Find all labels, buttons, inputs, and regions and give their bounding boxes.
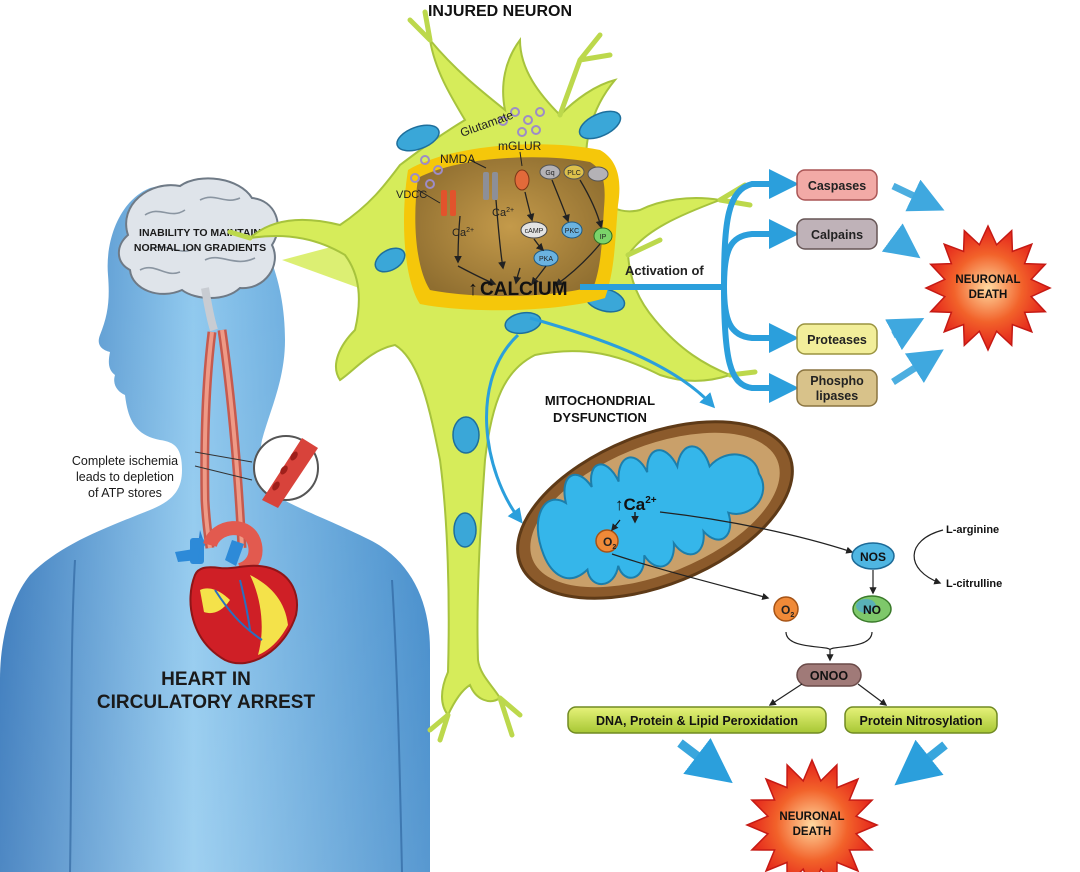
mito-label-line-1: MITOCHONDRIAL — [545, 393, 655, 408]
mglur-label: mGLUR — [498, 139, 542, 153]
onoo-node: ONOO — [796, 663, 862, 687]
plc-enzyme — [563, 164, 585, 180]
ip3-label: IP — [600, 234, 607, 241]
neuronal-death-bottom-line-2: DEATH — [793, 826, 832, 838]
mito-ca-charge: 2+ — [645, 495, 657, 506]
nmda-label: NMDA — [440, 152, 475, 166]
o2-inner-label: O2 — [603, 535, 616, 551]
neuronal-death-top-line-2: DEATH — [969, 289, 1008, 301]
phospholipases-box: Phospho lipases — [796, 369, 878, 407]
calpains-box: Calpains — [796, 218, 878, 250]
proteases-label: Proteases — [807, 333, 867, 347]
activation-label: Activation of — [625, 263, 704, 278]
camp-label: cAMP — [525, 228, 544, 235]
neuronal-death-burst-top: NEURONAL DEATH — [924, 224, 1052, 352]
ischemia-text-line-2: leads to depletion — [76, 470, 174, 484]
brain-label-line-2: NORMAL ION GRADIENTS — [134, 242, 266, 254]
nmda-receptor — [483, 172, 489, 200]
calcium-label: CALCIUM — [480, 279, 568, 300]
nitrosylation-box: Protein Nitrosylation — [844, 706, 998, 734]
phospholipases-label-1: Phospho — [810, 374, 864, 388]
ca-left-label: Ca2+ — [452, 227, 474, 239]
camp-node — [520, 221, 548, 239]
phospholipases-label-2: lipases — [816, 389, 858, 403]
gq-label: Gq — [545, 170, 554, 177]
peroxidation-label: DNA, Protein & Lipid Peroxidation — [596, 714, 798, 728]
neuron-to-mito-arrow-right — [529, 316, 716, 409]
caspases-label: Caspases — [808, 179, 866, 193]
heart-label-line-2: CIRCULATORY ARREST — [97, 692, 316, 713]
ca-mid-label: Ca2+ — [492, 207, 514, 219]
vdcc-label: VDCC — [396, 189, 427, 201]
ca-mid-charge: 2+ — [506, 207, 514, 214]
ca-left-charge: 2+ — [466, 227, 474, 234]
calpains-label: Calpains — [811, 228, 863, 242]
burst-shape-top — [924, 224, 1052, 352]
activation-branch: Activation of Caspases Calpains Protease… — [580, 169, 945, 407]
no-label: NO — [863, 603, 881, 617]
neuron-to-mito-arrow-left — [485, 333, 523, 524]
mglur-receptor — [514, 169, 530, 191]
neuron-illustration: Glutamate NMDA mGLUR VDCC Ca2+ Ca2+ cAMP… — [227, 9, 758, 743]
glutamate-molecules — [410, 107, 545, 189]
l-arginine-label: L-arginine — [946, 524, 999, 536]
ischemia-text-line-1: Complete ischemia — [72, 454, 178, 468]
ischemia-text-line-3: of ATP stores — [88, 486, 162, 500]
mito-label-line-2: DYSFUNCTION — [553, 410, 647, 425]
no-node: NO — [852, 595, 892, 623]
o2-radical-inner: O2 — [595, 529, 619, 553]
calcium-up-arrow: ↑ — [468, 278, 478, 300]
pkc-label: PKC — [565, 228, 579, 235]
heart-illustration — [175, 521, 298, 665]
neuronal-death-bottom-line-1: NEURONAL — [779, 811, 844, 823]
plc-label: PLC — [567, 170, 581, 177]
o2-radical-outer: O2 — [773, 596, 799, 622]
onoo-label: ONOO — [810, 669, 848, 683]
l-citrulline-label: L-citrulline — [946, 578, 1002, 590]
caspases-box: Caspases — [796, 169, 878, 201]
peroxidation-box: DNA, Protein & Lipid Peroxidation — [567, 706, 827, 734]
brain-illustration — [117, 177, 279, 332]
heart-label-line-1: HEART IN — [161, 669, 251, 690]
nitrosylation-label: Protein Nitrosylation — [860, 714, 983, 728]
neuronal-death-burst-bottom: NEURONAL DEATH — [745, 758, 879, 872]
burst-shape-bottom — [745, 758, 879, 872]
neuronal-death-top-line-1: NEURONAL — [955, 274, 1020, 286]
o2-outer-label: O2 — [781, 603, 794, 619]
pka-label: PKA — [539, 256, 553, 263]
magnified-vessel — [253, 435, 319, 508]
nos-label: NOS — [860, 550, 886, 564]
pkc-node — [561, 221, 583, 239]
diagram-title: INJURED NEURON — [428, 3, 572, 20]
vdcc-channel — [441, 190, 447, 216]
gq-protein — [539, 164, 561, 180]
mitochondrion — [516, 420, 794, 600]
nos-node: NOS — [851, 542, 895, 570]
proteases-box: Proteases — [796, 323, 878, 355]
mito-ca-label: ↑Ca2+ — [615, 495, 657, 514]
